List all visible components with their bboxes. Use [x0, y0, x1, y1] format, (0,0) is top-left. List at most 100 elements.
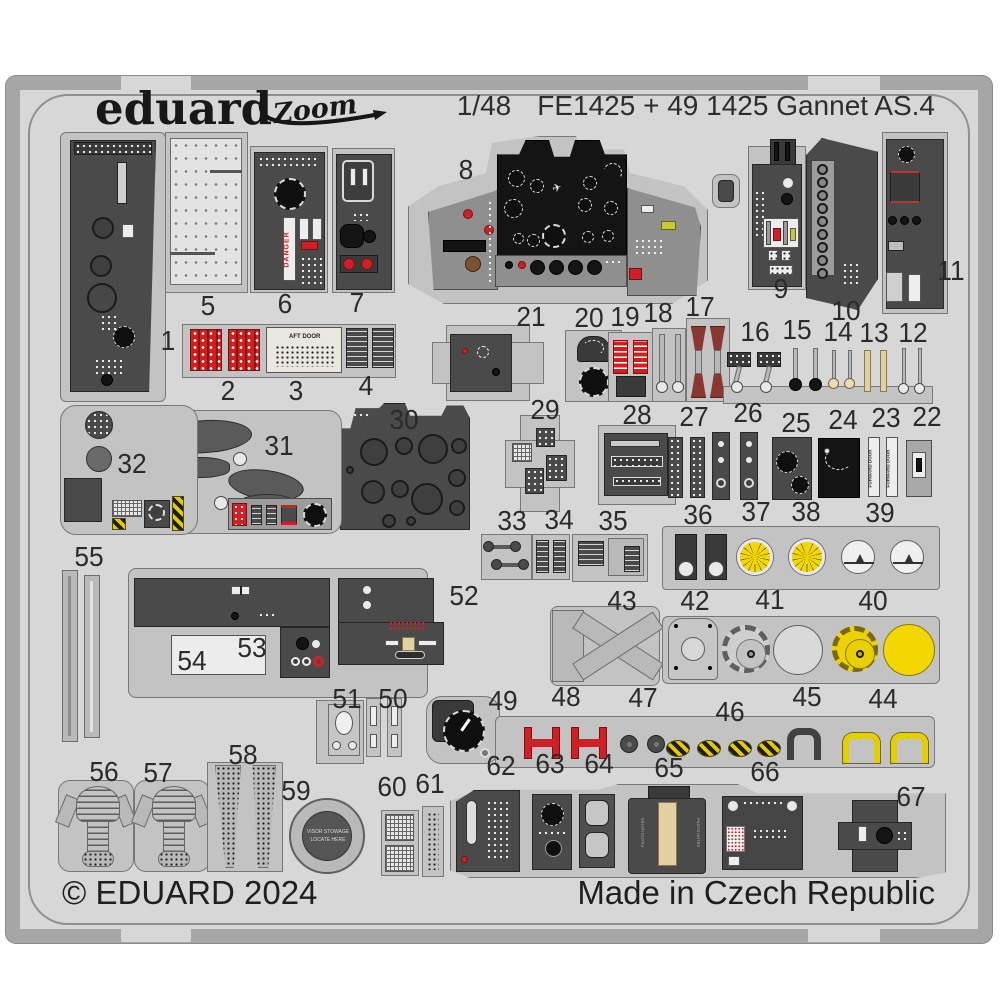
- part-37-fan-disc: [737, 539, 773, 575]
- part-number-61: 61: [415, 768, 445, 799]
- part-66-detail: [728, 856, 740, 866]
- forward-door-label: FORWARD DOOR: [885, 449, 891, 488]
- part-number-15: 15: [782, 314, 812, 345]
- part-49-needle: [460, 718, 471, 732]
- part-25-dial: [776, 451, 798, 473]
- part-31-red-chip: [232, 503, 247, 526]
- part-number-41: 41: [755, 584, 785, 615]
- part-64-hole: [585, 832, 609, 858]
- part-number-26: 26: [733, 397, 763, 428]
- part-5-detail: [210, 170, 242, 173]
- part-52-detail: [418, 640, 437, 646]
- part-21-body: [450, 334, 512, 392]
- part-62-detail: [486, 800, 512, 860]
- part-53-lower-body: [280, 627, 330, 678]
- part-number-13: 13: [859, 317, 889, 348]
- part-4-panel: [346, 328, 368, 368]
- part-8-detail: [443, 240, 486, 252]
- part-10-connector: [817, 216, 828, 227]
- part-8-gauge: [530, 179, 544, 193]
- part-9-knob: [782, 177, 794, 189]
- part-10-connector: [817, 203, 828, 214]
- part-57-column: [163, 821, 185, 853]
- part-1-body: [70, 140, 156, 392]
- part-27-strip: [690, 437, 705, 498]
- part-63-detail: [537, 830, 567, 837]
- part-17-detail: [695, 350, 702, 374]
- part-1-dial: [92, 217, 114, 239]
- part-23-placard: FORWARD DOOR: [867, 437, 880, 497]
- part-60-grid: [385, 845, 414, 872]
- part-41-detail: [747, 650, 755, 658]
- part-11-knob: [898, 146, 915, 163]
- part-59-disc: VISOR STOWAGE LOCATE HERE: [302, 811, 352, 861]
- part-55-detail: [90, 581, 93, 732]
- part-30-hole: [361, 480, 385, 504]
- part-9-detail: [768, 250, 778, 261]
- sheet-scale: 1/48: [456, 90, 512, 121]
- part-number-27: 27: [679, 401, 709, 432]
- part-11-detail: [888, 241, 904, 251]
- part-26-dot: [717, 456, 725, 464]
- part-52-slot: [395, 651, 425, 659]
- part-66-red-grid: [726, 826, 745, 852]
- part-67-detail: [858, 826, 867, 842]
- part-46-hazard-grip: [728, 740, 752, 757]
- danger-label: DANGER: [283, 231, 291, 268]
- part-66-detail: [742, 800, 784, 806]
- part-18-rod: [675, 334, 681, 386]
- part-47-rosette: [647, 735, 665, 753]
- part-64-hole: [585, 800, 609, 826]
- part-8-gauge: [583, 176, 597, 190]
- part-1-dial: [90, 255, 112, 277]
- part-10-connector: [817, 229, 828, 240]
- part-44-handle: [891, 733, 928, 763]
- part-12-ball: [898, 383, 909, 394]
- part-53-dot: [291, 657, 300, 666]
- part-10-detail: [842, 262, 862, 288]
- part-26-dot: [717, 440, 725, 448]
- part-67-detail: [896, 830, 906, 840]
- part-33-ball: [491, 559, 502, 570]
- part-number-17: 17: [685, 291, 715, 322]
- part-8-red-knob: [463, 209, 473, 219]
- part-number-44: 44: [868, 683, 898, 714]
- part-number-59: 59: [281, 775, 311, 806]
- part-number-10: 10: [831, 295, 861, 326]
- part-30-hole: [451, 438, 467, 454]
- part-number-45: 45: [792, 681, 822, 712]
- part-17-detail: [714, 350, 721, 374]
- part-66-dot: [727, 800, 739, 812]
- part-number-55: 55: [74, 541, 104, 572]
- part-number-33: 33: [497, 505, 527, 536]
- part-15-stem: [793, 348, 798, 382]
- part-8-gauge: [527, 234, 540, 247]
- part-number-60: 60: [377, 771, 407, 802]
- part-6-detail: [258, 156, 318, 168]
- part-7-red-button: [361, 258, 373, 270]
- part-16-placard: [757, 352, 781, 367]
- part-30-hole: [391, 480, 409, 498]
- part-34-strip: [536, 540, 549, 573]
- part-50-slot: [391, 706, 398, 726]
- part-66-dot: [786, 800, 798, 812]
- plate-top-notch-left: [121, 76, 191, 91]
- part-11-knob: [888, 216, 897, 225]
- part-10-connector: [817, 268, 828, 279]
- part-6-detail: [300, 256, 322, 284]
- part-10-connector: [817, 190, 828, 201]
- part-32-hazard-strip: [172, 496, 184, 531]
- part-12-stem: [902, 348, 906, 384]
- part-3-dots: [275, 345, 335, 367]
- part-51-dot: [348, 741, 357, 750]
- part-number-52: 52: [449, 580, 479, 611]
- part-26-dot: [716, 478, 726, 488]
- part-8-gauge: [504, 199, 523, 218]
- part-1-clock-dial: [113, 326, 135, 348]
- part-10-connector: [817, 164, 828, 175]
- part-39-detail: [856, 554, 864, 562]
- part-30-hole: [346, 466, 354, 474]
- stowage-label: VISOR STOWAGE: [306, 829, 350, 835]
- part-50-strip: [366, 698, 381, 757]
